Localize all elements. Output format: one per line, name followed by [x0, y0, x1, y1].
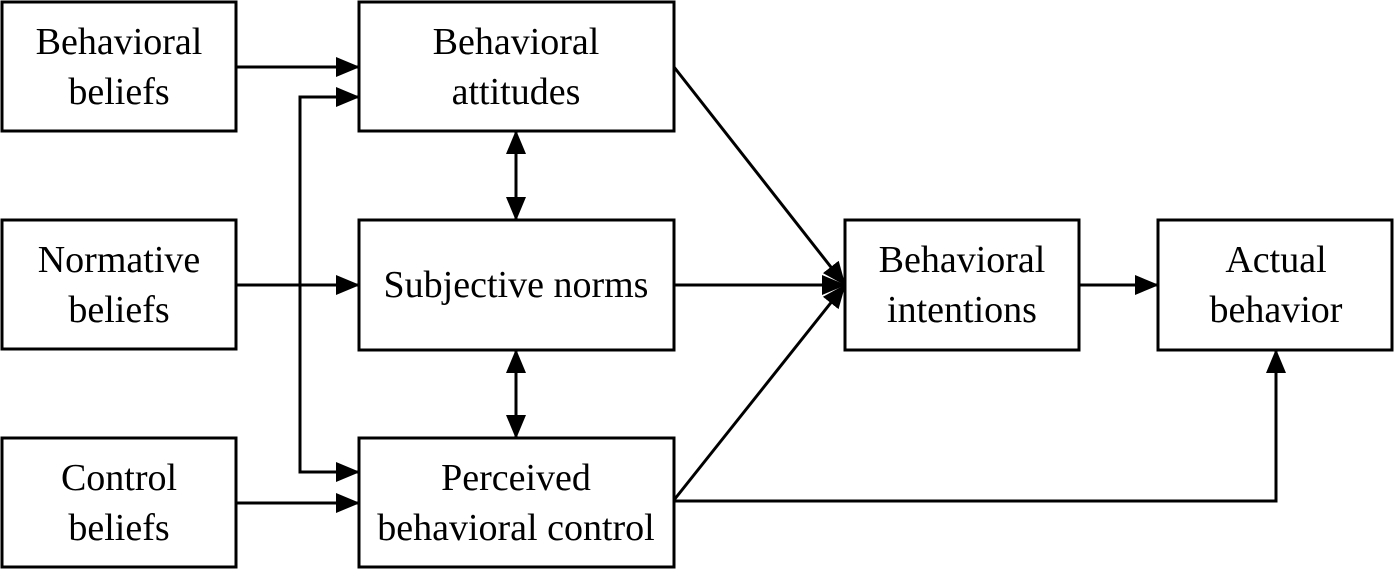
node-actual-behavior: Actual behavior: [1156, 218, 1394, 352]
node-subjective-norms: Subjective norms: [357, 218, 676, 352]
node-label-line2: behavior: [1210, 289, 1343, 331]
node-box: [0, 218, 238, 351]
node-label-line1: Perceived: [441, 457, 591, 499]
node-label-line2: intentions: [887, 289, 1037, 331]
edge-control-to-intentions: [672, 284, 847, 501]
node-label-line1: Behavioral: [879, 239, 1046, 281]
node-label-line1: Normative: [38, 239, 201, 281]
edge-normative-beliefs-to-control: [298, 285, 360, 482]
node-box: [357, 436, 676, 569]
node-behavioral-beliefs: Behavioral beliefs: [0, 0, 238, 133]
node-label-line2: beliefs: [68, 71, 169, 113]
edges: [236, 57, 1286, 513]
node-box: [357, 0, 676, 133]
node-label-line1: Actual: [1225, 239, 1326, 281]
node-box: [0, 436, 238, 569]
node-behavioral-attitudes: Behavioral attitudes: [357, 0, 676, 133]
node-behavioral-intentions: Behavioral intentions: [843, 218, 1081, 352]
node-normative-beliefs: Normative beliefs: [0, 218, 238, 351]
node-label-line2: beliefs: [68, 507, 169, 549]
node-label-line1: Behavioral: [433, 21, 600, 63]
node-perceived-behavioral-control: Perceived behavioral control: [357, 436, 676, 569]
node-label-line1: Control: [61, 457, 177, 499]
node-box: [0, 0, 238, 133]
node-label-line2: behavioral control: [377, 507, 655, 549]
node-label-line1: Behavioral: [36, 21, 203, 63]
node-box: [1156, 218, 1394, 352]
edge-attitudes-to-intentions: [672, 66, 847, 286]
node-label-line1: Subjective norms: [384, 264, 649, 306]
node-label-line2: beliefs: [68, 289, 169, 331]
edge-normative-beliefs-to-attitudes: [298, 87, 360, 285]
node-box: [357, 218, 676, 352]
edge-control-to-actual: [674, 349, 1286, 503]
node-label-line2: attitudes: [452, 71, 581, 113]
node-box: [843, 218, 1081, 352]
node-control-beliefs: Control beliefs: [0, 436, 238, 569]
